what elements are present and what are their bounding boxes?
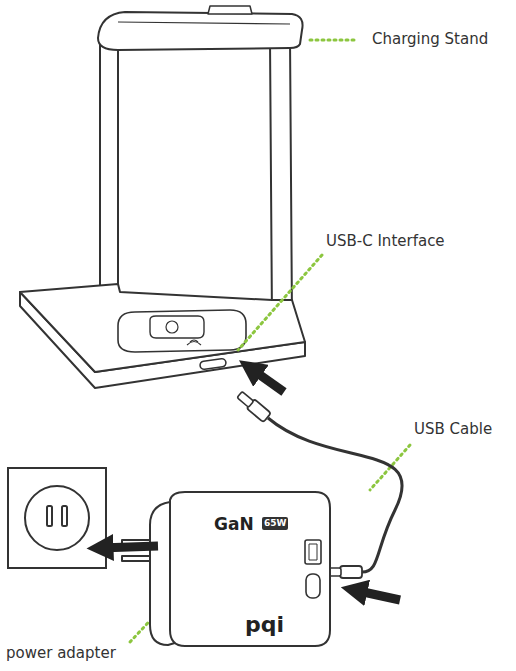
charging-stand [20, 6, 305, 388]
part-name: power adapter [6, 644, 116, 662]
part-name: Charging Stand [372, 30, 488, 48]
brand-mark: GaN [214, 514, 254, 534]
part-name: USB Cable [414, 420, 492, 438]
direction-arrows [100, 368, 400, 600]
brand-logo: pqi [245, 612, 284, 638]
power-rating: 65W [262, 517, 288, 530]
wall-outlet [8, 468, 106, 568]
part-name: USB-C Interface [326, 232, 445, 250]
power-adapter [122, 492, 330, 646]
